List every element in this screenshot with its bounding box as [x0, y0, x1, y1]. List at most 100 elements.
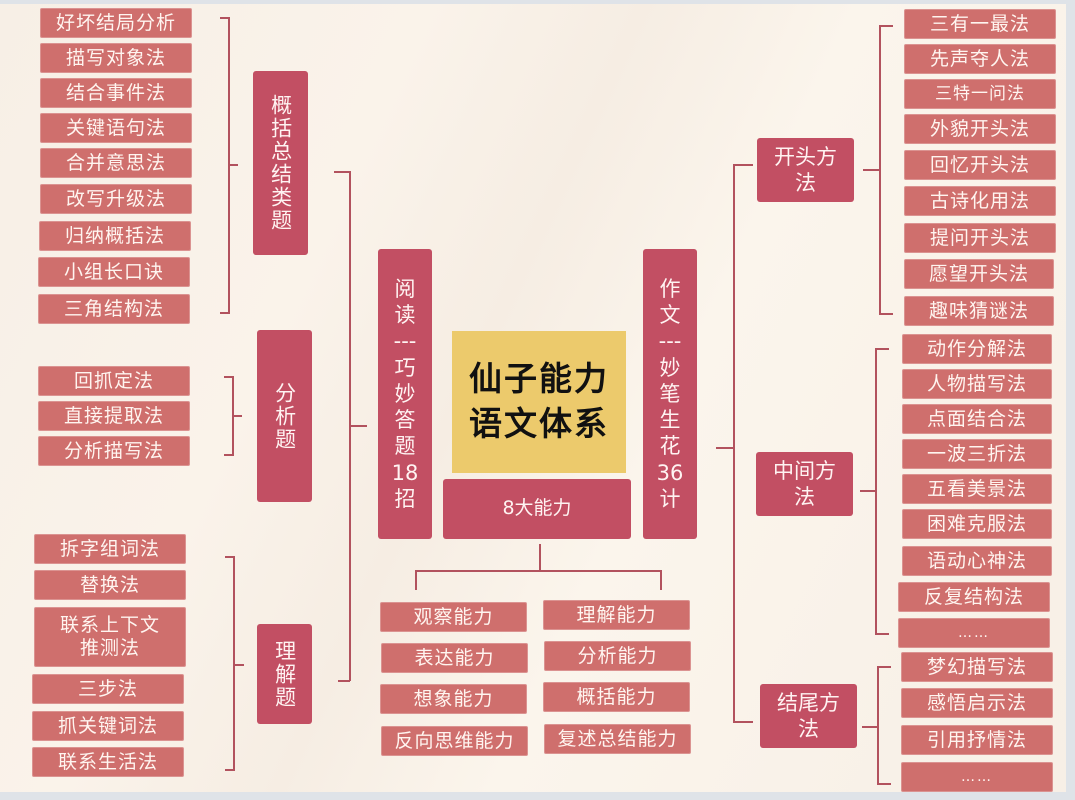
center-title-node[interactable]: 仙子能力 语文体系: [452, 331, 626, 473]
reading-summary-item[interactable]: 关键语句法: [40, 113, 192, 143]
reading-analysis-item[interactable]: 回抓定法: [38, 366, 190, 396]
writing-opening-item[interactable]: 提问开头法: [904, 223, 1056, 253]
reading-label-char: ---: [393, 329, 417, 354]
ability-item[interactable]: 观察能力: [380, 602, 527, 632]
bracket-line: [234, 415, 242, 417]
writing-ending-more[interactable]: ……: [901, 762, 1053, 792]
writing-opening-item[interactable]: 外貌开头法: [904, 114, 1056, 144]
mindmap-canvas: 好坏结局分析 描写对象法 结合事件法 关键语句法 合并意思法 改写升级法 归纳概…: [0, 4, 1066, 792]
bracket-line: [349, 171, 351, 681]
writing-opening-item[interactable]: 三有一最法: [904, 9, 1056, 39]
bracket-line: [733, 721, 753, 723]
reading-analysis-item[interactable]: 分析描写法: [38, 436, 190, 466]
writing-label-char: ---: [658, 329, 682, 354]
writing-main-node[interactable]: 作 文 --- 妙 笔 生 花 36 计: [643, 249, 697, 539]
bracket-line: [225, 556, 235, 558]
category-ending[interactable]: 结尾方法: [760, 684, 857, 748]
writing-middle-item[interactable]: 动作分解法: [902, 334, 1052, 364]
bracket-line: [877, 666, 891, 668]
reading-label-char: 答: [394, 408, 416, 433]
writing-middle-item[interactable]: 人物描写法: [902, 369, 1052, 399]
bracket-line: [879, 313, 893, 315]
writing-label-char: 文: [659, 303, 681, 328]
writing-label-char: 花: [659, 434, 681, 459]
bracket-line: [235, 664, 244, 666]
abilities-node[interactable]: 8大能力: [443, 479, 631, 539]
bracket-line: [415, 570, 661, 572]
ability-item[interactable]: 表达能力: [381, 643, 528, 673]
writing-label-char: 笔: [659, 381, 681, 406]
ability-item[interactable]: 概括能力: [543, 682, 690, 712]
reading-summary-item[interactable]: 改写升级法: [40, 184, 192, 214]
reading-label-char: 18: [391, 460, 419, 485]
writing-opening-item[interactable]: 三特一问法: [904, 79, 1056, 109]
bracket-line: [220, 17, 230, 19]
category-summary[interactable]: 概括总结类题: [253, 71, 308, 255]
writing-middle-item[interactable]: 点面结合法: [902, 404, 1052, 434]
writing-middle-item[interactable]: 反复结构法: [898, 582, 1050, 612]
category-understanding[interactable]: 理解题: [257, 624, 312, 724]
reading-summary-item[interactable]: 合并意思法: [40, 148, 192, 178]
bracket-line: [875, 633, 889, 635]
reading-summary-item[interactable]: 三角结构法: [38, 294, 190, 324]
center-title-line1: 仙子能力: [469, 359, 609, 399]
reading-understanding-item[interactable]: 抓关键词法: [32, 711, 184, 741]
bracket-line: [877, 666, 879, 784]
writing-ending-item[interactable]: 梦幻描写法: [901, 652, 1053, 682]
bracket-line: [351, 425, 367, 427]
reading-understanding-item[interactable]: 联系上下文推测法: [34, 607, 186, 667]
category-opening[interactable]: 开头方法: [757, 138, 854, 202]
reading-summary-item[interactable]: 描写对象法: [40, 43, 192, 73]
reading-label-char: 题: [394, 434, 416, 459]
ability-item[interactable]: 理解能力: [543, 600, 690, 630]
writing-label-char: 生: [659, 408, 681, 433]
writing-ending-item[interactable]: 感悟启示法: [901, 688, 1053, 718]
writing-middle-more[interactable]: ……: [898, 618, 1050, 648]
reading-summary-item[interactable]: 小组长口诀: [38, 257, 190, 287]
reading-understanding-item[interactable]: 拆字组词法: [34, 534, 186, 564]
writing-label-char: 作: [659, 276, 681, 301]
bracket-line: [860, 490, 875, 492]
bracket-line: [224, 376, 234, 378]
reading-understanding-item[interactable]: 替换法: [34, 570, 186, 600]
ability-item[interactable]: 复述总结能力: [544, 724, 691, 754]
writing-label-char: 妙: [659, 355, 681, 380]
writing-opening-item[interactable]: 古诗化用法: [904, 186, 1056, 216]
ability-item[interactable]: 想象能力: [380, 684, 527, 714]
writing-opening-item[interactable]: 趣味猜谜法: [904, 296, 1054, 326]
reading-summary-item[interactable]: 好坏结局分析: [40, 8, 192, 38]
bracket-line: [877, 783, 891, 785]
bracket-line: [228, 17, 230, 314]
category-middle[interactable]: 中间方法: [756, 452, 853, 516]
bracket-line: [733, 164, 753, 166]
ability-item[interactable]: 反向思维能力: [381, 726, 528, 756]
reading-label-char: 妙: [394, 381, 416, 406]
bracket-line: [863, 169, 879, 171]
bracket-line: [415, 570, 417, 590]
reading-understanding-item[interactable]: 联系生活法: [32, 747, 184, 777]
category-analysis[interactable]: 分析题: [257, 330, 312, 502]
bracket-line: [334, 171, 350, 173]
reading-summary-item[interactable]: 结合事件法: [40, 78, 192, 108]
reading-label-char: 读: [394, 303, 416, 328]
reading-summary-item[interactable]: 归纳概括法: [39, 221, 191, 251]
writing-opening-item[interactable]: 愿望开头法: [904, 259, 1054, 289]
bracket-line: [879, 25, 881, 315]
writing-middle-item[interactable]: 一波三折法: [902, 439, 1052, 469]
reading-label-char: 巧: [394, 355, 416, 380]
reading-understanding-item[interactable]: 三步法: [32, 674, 184, 704]
bracket-line: [879, 25, 893, 27]
reading-label-char: 招: [394, 486, 416, 511]
bracket-line: [230, 164, 238, 166]
writing-label-char: 计: [659, 486, 681, 511]
writing-opening-item[interactable]: 先声夺人法: [904, 44, 1056, 74]
ability-item[interactable]: 分析能力: [544, 641, 691, 671]
reading-main-node[interactable]: 阅 读 --- 巧 妙 答 题 18 招: [378, 249, 432, 539]
writing-ending-item[interactable]: 引用抒情法: [901, 725, 1053, 755]
reading-analysis-item[interactable]: 直接提取法: [38, 401, 190, 431]
writing-middle-item[interactable]: 语动心神法: [902, 546, 1052, 576]
writing-middle-item[interactable]: 五看美景法: [902, 474, 1052, 504]
writing-middle-item[interactable]: 困难克服法: [902, 509, 1052, 539]
writing-opening-item[interactable]: 回忆开头法: [904, 150, 1056, 180]
bracket-line: [232, 376, 234, 456]
